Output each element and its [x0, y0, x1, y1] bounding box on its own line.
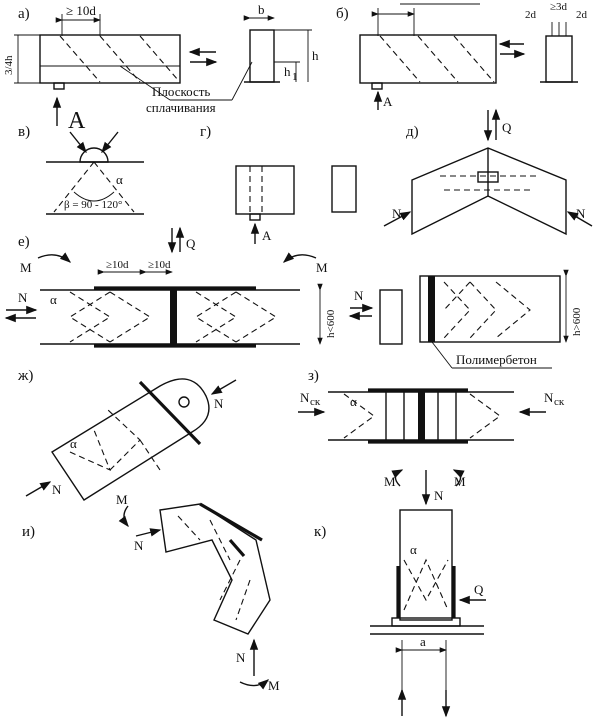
text-N-d-right: N [576, 206, 586, 221]
text-h1-sub: 1 [292, 71, 298, 83]
text-M-e-right: M [316, 260, 328, 275]
text-fusion-plane-2: сплачивания [146, 100, 216, 115]
text-polymer-concrete: Полимербетон [456, 352, 537, 367]
text-Q-k: Q [474, 582, 484, 597]
label-zh: ж) [17, 368, 33, 384]
connector-v [79, 147, 109, 163]
text-3-4h: 3/4h [3, 55, 15, 75]
text-alpha-z: α [350, 394, 357, 409]
label-i: и) [22, 524, 35, 540]
panel-d: д) Q N N [383, 108, 593, 236]
panel-g: г) A [200, 124, 357, 244]
text-2d-left: 2d [525, 9, 537, 21]
text-N-zh-top: N [214, 396, 224, 411]
panel-e: е) ≥10d ≥10d Q M M N α h<600 N h>60 [4, 226, 583, 369]
text-N-e2: N [354, 288, 364, 303]
label-d: д) [406, 124, 419, 140]
text-Nsk-left: N [300, 390, 310, 405]
text-Nsk-right-sub: ск [554, 396, 565, 408]
text-Q-e: Q [186, 236, 196, 251]
text-10d-e1: ≥10d [106, 259, 129, 271]
text-alpha-v: α [116, 172, 123, 187]
label-v: в) [18, 124, 30, 140]
text-h-lt-600: h<600 [325, 309, 337, 338]
polymer-layer-z [418, 392, 425, 440]
frame-d [411, 147, 567, 236]
text-A-g: A [262, 228, 272, 243]
label-b: б) [336, 6, 349, 22]
text-M-e-left: M [20, 260, 32, 275]
text-Nsk-right: N [544, 390, 554, 405]
text-10d-a: ≥ 10d [66, 3, 96, 18]
text-alpha-k: α [410, 542, 417, 557]
text-M-k-left: M [384, 474, 396, 489]
label-g: г) [200, 124, 211, 140]
section-b [545, 35, 573, 83]
beam-a [39, 34, 181, 84]
text-b: b [258, 2, 265, 17]
text-10d-e2: ≥10d [148, 259, 171, 271]
member-i [159, 503, 271, 635]
rod-a2 [99, 35, 141, 83]
text-beta: β = 90 - 120° [64, 199, 122, 211]
text-fusion-plane-1: Плоскость [152, 84, 210, 99]
text-alpha-zh: α [70, 436, 77, 451]
label-a: а) [18, 6, 30, 22]
text-N-e: N [18, 290, 28, 305]
text-3d: ≥3d [550, 1, 568, 13]
text-h1: h [284, 64, 291, 79]
text-M-i-bottom: M [268, 678, 280, 693]
text-N-d-left: N [392, 206, 402, 221]
column-k [399, 509, 453, 621]
panel-z: з) α N ск N ск [298, 368, 565, 444]
panel-i: и) M N N M [22, 492, 280, 693]
polymer-layer-e [170, 290, 177, 344]
label-z: з) [308, 368, 319, 384]
panel-a: а) ≥ 10d 3/4h A b h h 1 [3, 2, 319, 134]
panel-v: в) α β = 90 - 120° [18, 124, 144, 215]
label-k: к) [314, 524, 326, 540]
panel-k: к) α M M N Q a [314, 469, 486, 718]
text-h-gt-600: h>600 [571, 307, 583, 336]
text-N-i-top: N [134, 538, 144, 553]
rod-a3 [139, 35, 179, 81]
beam-b [359, 34, 497, 84]
section-e [379, 289, 403, 345]
panel-b: б) A 2d ≥3d 2d [336, 1, 588, 110]
text-alpha-e: α [50, 292, 57, 307]
label-e: е) [18, 234, 30, 250]
text-h: h [312, 48, 319, 63]
panel-zh: ж) α N N [17, 368, 237, 501]
section-g [331, 165, 357, 213]
support-a [53, 82, 65, 90]
rod-a1 [59, 35, 101, 83]
text-a: a [420, 634, 426, 649]
text-M-i-top: M [116, 492, 128, 507]
text-M-k-right: M [454, 474, 466, 489]
text-N-zh-bottom: N [52, 482, 62, 497]
text-2d-right: 2d [576, 9, 588, 21]
text-A-big: A [68, 108, 86, 134]
text-Nsk-left-sub: ск [310, 396, 321, 408]
text-N-i-bottom: N [236, 650, 246, 665]
text-N-k: N [434, 488, 444, 503]
member-zh [51, 378, 210, 501]
text-A-b: A [383, 94, 393, 109]
text-Q-d: Q [502, 120, 512, 135]
section-a [249, 29, 275, 83]
